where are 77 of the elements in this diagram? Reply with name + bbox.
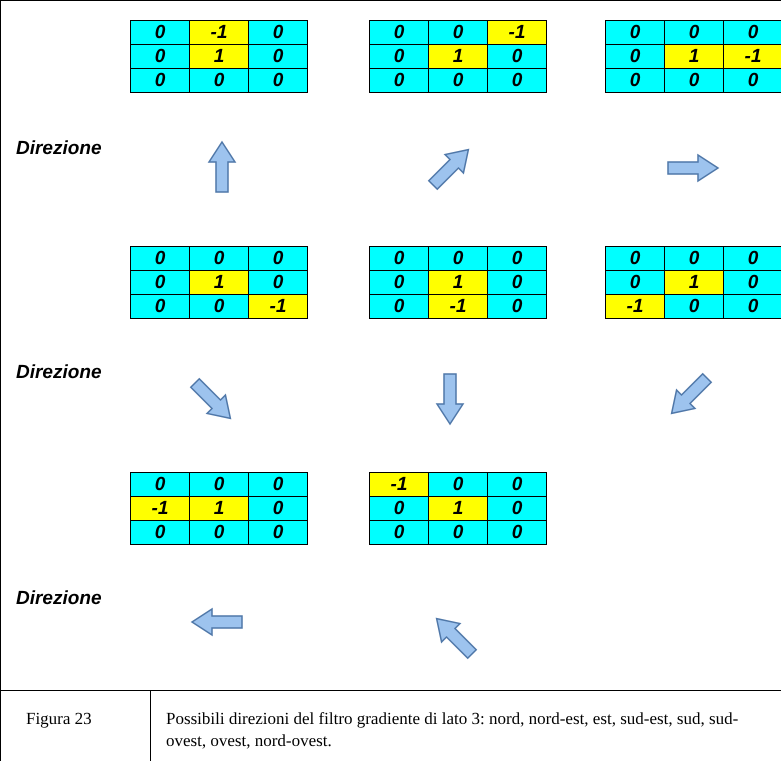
kernel-cell: 0 bbox=[248, 44, 308, 69]
kernel-cell: 0 bbox=[248, 20, 308, 45]
kernel-cell: -1 bbox=[189, 20, 249, 45]
kernel-cell: 0 bbox=[369, 496, 429, 521]
kernel-cell: 0 bbox=[189, 520, 249, 545]
kernel-cell: -1 bbox=[605, 294, 665, 319]
kernel-cell: 0 bbox=[189, 294, 249, 319]
kernel-cell: 0 bbox=[487, 496, 547, 521]
direction-label: Direzione bbox=[16, 138, 102, 160]
kernel-cell: 0 bbox=[130, 520, 190, 545]
kernel-cell: 1 bbox=[189, 44, 249, 69]
kernel-cell: 1 bbox=[428, 496, 488, 521]
kernel-cell: 0 bbox=[369, 68, 429, 93]
kernel-cell: 1 bbox=[664, 270, 724, 295]
kernel-cell: 0 bbox=[130, 44, 190, 69]
kernel-cell: -1 bbox=[248, 294, 308, 319]
kernel-cell: 0 bbox=[369, 44, 429, 69]
kernel-cell: -1 bbox=[487, 20, 547, 45]
kernel-cell: 0 bbox=[130, 472, 190, 497]
kernel-cell: 0 bbox=[428, 68, 488, 93]
kernel-cell: 0 bbox=[248, 520, 308, 545]
kernel-cell: 0 bbox=[369, 20, 429, 45]
kernel-cell: 0 bbox=[723, 294, 781, 319]
kernel-cell: 1 bbox=[189, 496, 249, 521]
kernel-cell: 0 bbox=[130, 68, 190, 93]
kernel-cell: 0 bbox=[189, 68, 249, 93]
kernel-cell: 0 bbox=[369, 270, 429, 295]
kernel-cell: -1 bbox=[369, 472, 429, 497]
kernel-cell: 0 bbox=[664, 20, 724, 45]
direction-label: Direzione bbox=[16, 362, 102, 384]
kernel-cell: 0 bbox=[487, 246, 547, 271]
kernel-cell: 0 bbox=[130, 246, 190, 271]
figure-number: Figura 23 bbox=[26, 708, 92, 730]
kernel-cell: 0 bbox=[487, 68, 547, 93]
kernel-cell: 0 bbox=[428, 472, 488, 497]
kernel-cell: 0 bbox=[723, 68, 781, 93]
kernel-cell: -1 bbox=[723, 44, 781, 69]
kernel-cell: 0 bbox=[369, 294, 429, 319]
kernel-cell: 0 bbox=[605, 20, 665, 45]
kernel-cell: 0 bbox=[428, 520, 488, 545]
direction-label: Direzione bbox=[16, 588, 102, 610]
kernel-cell: 0 bbox=[130, 20, 190, 45]
kernel-cell: 0 bbox=[487, 270, 547, 295]
kernel-cell: 0 bbox=[428, 246, 488, 271]
kernel-cell: 0 bbox=[723, 246, 781, 271]
kernel-cell: 0 bbox=[248, 472, 308, 497]
kernel-cell: 1 bbox=[664, 44, 724, 69]
kernel-cell: 0 bbox=[605, 270, 665, 295]
kernel-cell: 0 bbox=[723, 270, 781, 295]
kernel-cell: 0 bbox=[369, 520, 429, 545]
kernel-cell: 0 bbox=[248, 270, 308, 295]
kernel-cell: 0 bbox=[605, 68, 665, 93]
kernel-cell: 0 bbox=[248, 246, 308, 271]
kernel-cell: 0 bbox=[130, 270, 190, 295]
kernel-cell: 0 bbox=[248, 68, 308, 93]
kernel-cell: -1 bbox=[130, 496, 190, 521]
kernel-cell: 0 bbox=[487, 294, 547, 319]
kernel-cell: 0 bbox=[428, 20, 488, 45]
kernel-cell: 1 bbox=[428, 270, 488, 295]
kernel-cell: 0 bbox=[605, 44, 665, 69]
kernel-cell: 0 bbox=[664, 294, 724, 319]
kernel-cell: 1 bbox=[428, 44, 488, 69]
kernel-cell: 0 bbox=[487, 44, 547, 69]
kernel-cell: -1 bbox=[428, 294, 488, 319]
kernel-cell: 0 bbox=[605, 246, 665, 271]
kernel-cell: 0 bbox=[248, 496, 308, 521]
kernel-cell: 1 bbox=[189, 270, 249, 295]
kernel-cell: 0 bbox=[130, 294, 190, 319]
kernel-cell: 0 bbox=[487, 472, 547, 497]
caption-text: Possibili direzioni del filtro gradiente di lato 3: nord, nord-est, est, sud-est, sud, sud-ovest, ovest, nord-ovest. bbox=[166, 708, 740, 752]
kernel-cell: 0 bbox=[189, 472, 249, 497]
kernel-cell: 0 bbox=[723, 20, 781, 45]
kernel-cell: 0 bbox=[369, 246, 429, 271]
kernel-cell: 0 bbox=[487, 520, 547, 545]
kernel-cell: 0 bbox=[189, 246, 249, 271]
kernel-cell: 0 bbox=[664, 68, 724, 93]
kernel-cell: 0 bbox=[664, 246, 724, 271]
